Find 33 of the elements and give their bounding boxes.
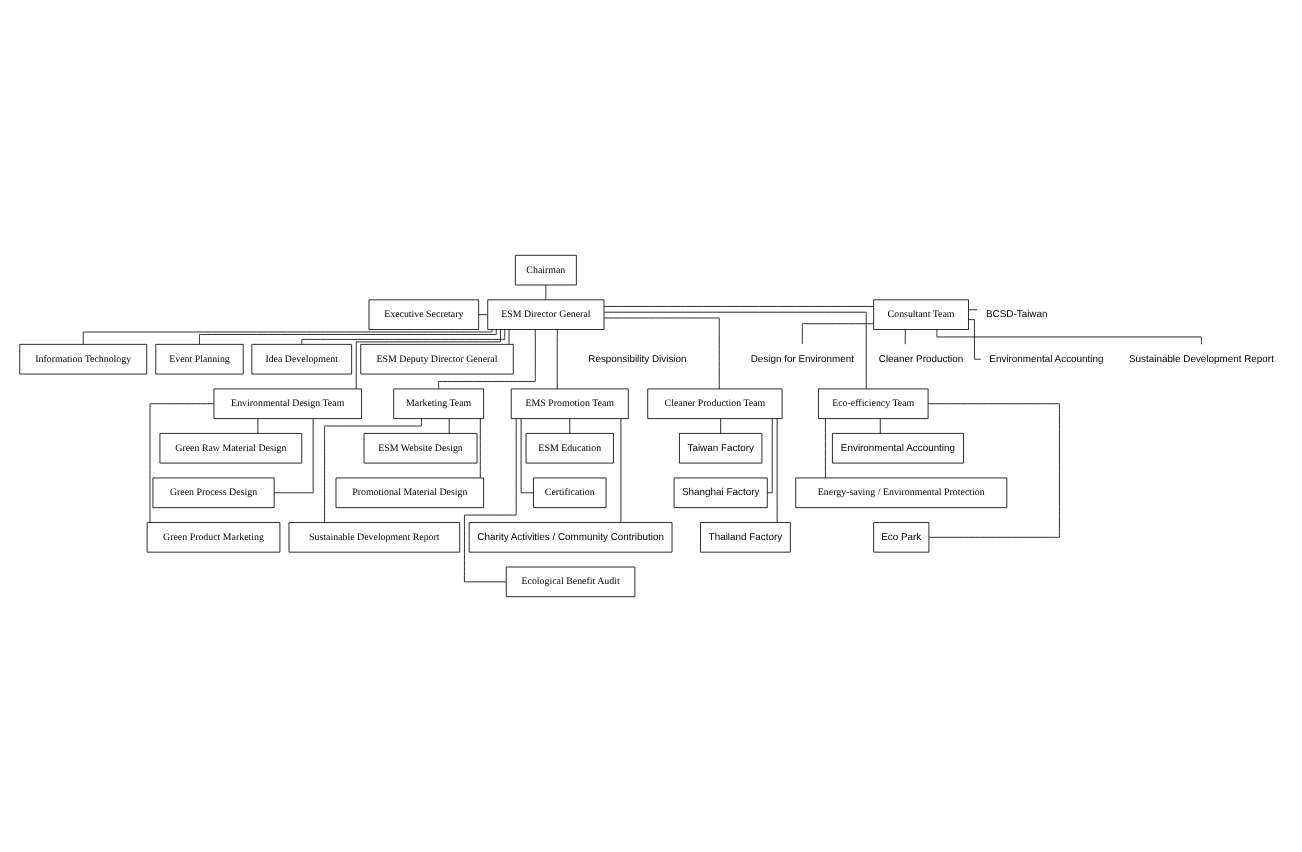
- connector: [301, 329, 506, 345]
- connector: [927, 403, 1060, 538]
- connector: [556, 329, 558, 390]
- connector: [438, 329, 536, 390]
- connector: [968, 309, 978, 311]
- connector: [776, 418, 778, 523]
- connector: [448, 418, 450, 434]
- connector: [199, 329, 497, 345]
- connector: [603, 306, 874, 307]
- connector: [82, 329, 493, 345]
- connector: [968, 319, 982, 360]
- connector: [479, 418, 481, 479]
- connector: [904, 329, 906, 345]
- connector: [620, 418, 622, 523]
- connector: [720, 418, 722, 434]
- connector: [825, 418, 826, 479]
- connector: [149, 403, 215, 523]
- connector: [478, 314, 488, 316]
- connector: [520, 418, 534, 494]
- connector: [273, 418, 314, 494]
- connector: [545, 284, 547, 301]
- connector: [767, 418, 773, 494]
- connector: [879, 418, 881, 434]
- connector: [508, 329, 510, 345]
- connector: [603, 317, 720, 390]
- connector: [464, 418, 517, 583]
- connector: [355, 329, 501, 390]
- connector: [603, 311, 867, 390]
- connector: [801, 323, 874, 345]
- connector: [569, 418, 571, 434]
- connector: [257, 418, 259, 434]
- connector: [324, 418, 422, 523]
- connector: [936, 329, 1202, 345]
